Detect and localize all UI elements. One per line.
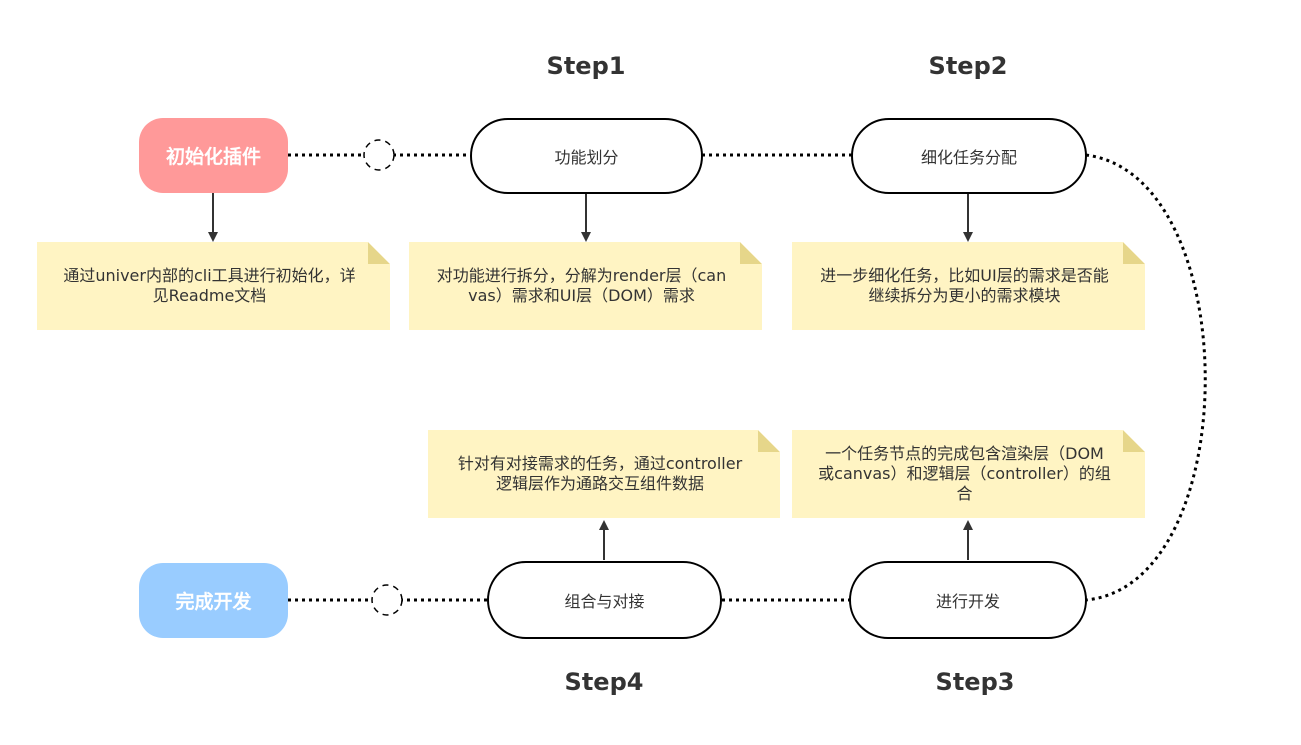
node-develop: 进行开发 <box>849 561 1087 639</box>
note-refine-text: 进一步细化任务，比如UI层的需求是否能继续拆分为更小的需求模块 <box>820 266 1109 305</box>
step4-label: Step4 <box>564 668 644 696</box>
note-init: 通过univer内部的cli工具进行初始化，详见Readme文档 <box>37 242 390 330</box>
connector-refine-to-develop <box>1085 153 1207 602</box>
end-terminal: 完成开发 <box>139 563 288 638</box>
note-refine: 进一步细化任务，比如UI层的需求是否能继续拆分为更小的需求模块 <box>792 242 1145 330</box>
join-circle-top <box>363 139 395 171</box>
note-split: 对功能进行拆分，分解为render层（canvas）需求和UI层（DOM）需求 <box>409 242 762 330</box>
step2-label: Step2 <box>928 52 1008 80</box>
note-develop: 一个任务节点的完成包含渲染层（DOM或canvas）和逻辑层（controlle… <box>792 430 1145 518</box>
note-develop-text: 一个任务节点的完成包含渲染层（DOM或canvas）和逻辑层（controlle… <box>818 444 1111 503</box>
node-refine: 细化任务分配 <box>851 118 1087 194</box>
node-split: 功能划分 <box>470 118 703 194</box>
note-combine-text: 针对有对接需求的任务，通过controller逻辑层作为通路交互组件数据 <box>457 454 743 493</box>
note-split-text: 对功能进行拆分，分解为render层（canvas）需求和UI层（DOM）需求 <box>436 266 727 305</box>
join-circle-bottom <box>371 584 403 616</box>
note-init-text: 通过univer内部的cli工具进行初始化，详见Readme文档 <box>63 266 356 305</box>
node-combine: 组合与对接 <box>487 561 722 639</box>
note-combine: 针对有对接需求的任务，通过controller逻辑层作为通路交互组件数据 <box>428 430 780 518</box>
start-terminal: 初始化插件 <box>139 118 288 193</box>
step1-label: Step1 <box>546 52 626 80</box>
step3-label: Step3 <box>935 668 1015 696</box>
